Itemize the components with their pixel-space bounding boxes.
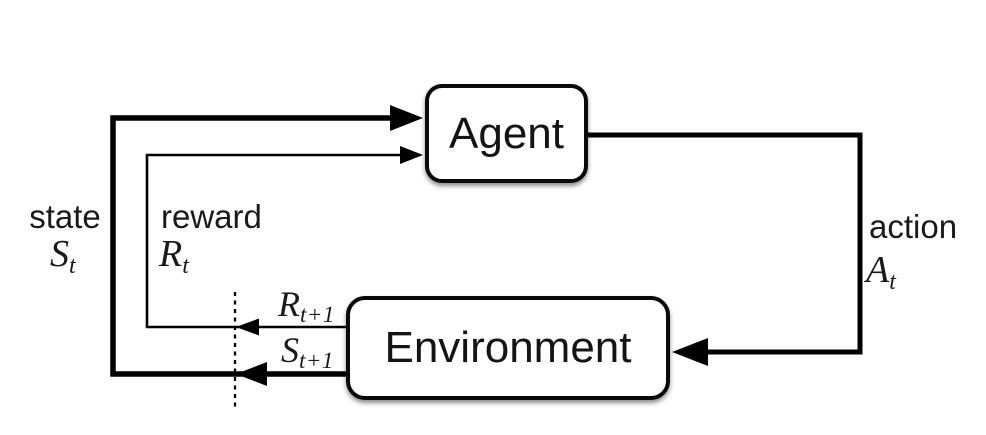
action-symbol-subscript: t — [889, 269, 897, 295]
action-symbol: At — [866, 251, 896, 294]
action-symbol-base: A — [866, 249, 890, 291]
reward-symbol-subscript: t — [182, 253, 190, 279]
state-symbol: St — [50, 235, 76, 278]
environment-box-label: Environment — [384, 323, 632, 372]
action-into-environment-arrowhead — [672, 338, 708, 366]
reward-word-label: reward — [161, 198, 262, 235]
state-symbol-base: S — [50, 233, 69, 275]
agent-box-label: Agent — [449, 108, 564, 158]
reward-symbol: Rt — [159, 235, 189, 278]
action-flow-line — [588, 132, 863, 355]
reward-symbol-base: R — [159, 233, 183, 275]
state-symbol-subscript: t — [69, 253, 77, 279]
state-word-label: state — [29, 198, 101, 235]
reward-into-agent-arrowhead — [400, 146, 423, 164]
next-reward-symbol: Rt+1 — [278, 286, 335, 326]
next-state-symbol: St+1 — [281, 332, 334, 372]
next-reward-arrowhead — [236, 318, 259, 336]
next-state-symbol-base: S — [281, 330, 299, 370]
next-state-arrowhead — [236, 362, 267, 386]
next-reward-symbol-subscript: t+1 — [300, 302, 335, 327]
state-into-agent-arrowhead — [390, 105, 423, 131]
agent-box: Agent — [425, 84, 588, 183]
next-state-symbol-subscript: t+1 — [299, 348, 334, 373]
action-word-label: action — [869, 208, 958, 245]
environment-box: Environment — [346, 296, 670, 400]
next-reward-symbol-base: R — [278, 284, 300, 324]
state-flow-line — [110, 115, 392, 377]
